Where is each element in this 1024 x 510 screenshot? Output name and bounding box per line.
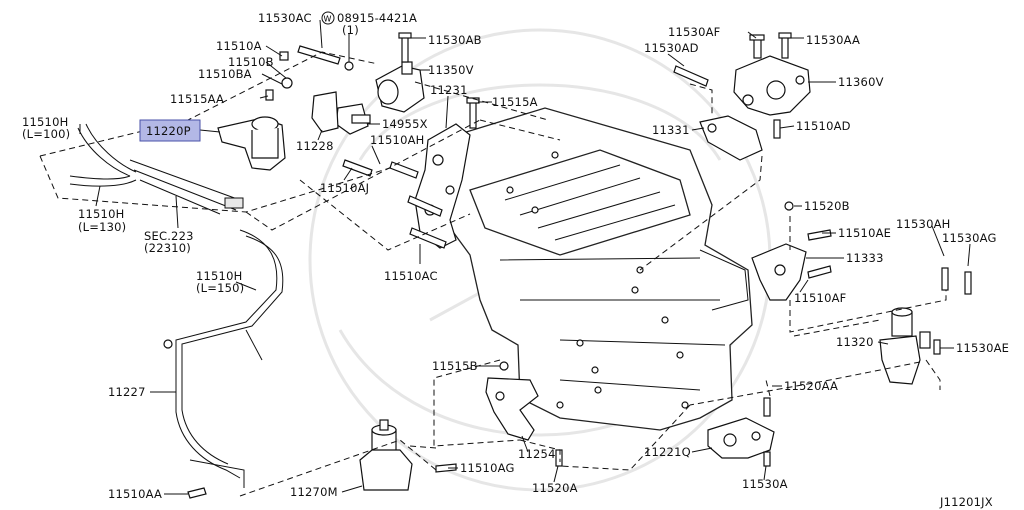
hose-11510H-parts — [69, 123, 244, 215]
bracket-11331-part[interactable] — [699, 115, 763, 161]
label-SEC223-sub: (22310) — [144, 241, 191, 255]
bolts-bottom — [187, 339, 941, 499]
label-08915-4421A[interactable]: 08915-4421A — [337, 11, 417, 25]
label-11254[interactable]: 11254 — [518, 447, 556, 461]
label-11227[interactable]: 11227 — [108, 385, 146, 399]
label-11530AG[interactable]: 11530AG — [942, 231, 997, 245]
right-mount-11320-part[interactable] — [879, 267, 972, 385]
engine-block — [429, 107, 753, 431]
label-11228[interactable]: 11228 — [296, 139, 334, 153]
bracket-11228-part[interactable] — [311, 91, 339, 133]
label-11530AA[interactable]: 11530AA — [806, 33, 860, 47]
label-11510AH[interactable]: 11510AH — [370, 133, 425, 147]
label-11530AC[interactable]: 11530AC — [258, 11, 312, 25]
rear-insulator-11270M-part[interactable] — [359, 419, 413, 491]
label-11515B[interactable]: 11515B — [432, 359, 478, 373]
label-SEC223[interactable]: SEC.223 — [144, 229, 194, 243]
front-insulator-part[interactable] — [375, 61, 425, 113]
bolts-top-left — [265, 32, 480, 249]
washer-symbol-icon — [321, 11, 335, 25]
label-11270M[interactable]: 11270M — [290, 485, 338, 499]
label-11331[interactable]: 11331 — [652, 123, 690, 137]
dashed-reference-lines — [39, 51, 947, 497]
label-11510AE[interactable]: 11510AE — [838, 226, 891, 240]
label-11510AJ[interactable]: 11510AJ — [320, 181, 369, 195]
label-11510H-130[interactable]: 11510H — [78, 207, 124, 221]
label-11530AE[interactable]: 11530AE — [956, 341, 1009, 355]
leader-lines — [79, 19, 971, 495]
label-11510H-100[interactable]: 11510H — [22, 115, 68, 129]
bracket-11254-part[interactable] — [485, 377, 539, 441]
label-11510H-150[interactable]: 11510H — [196, 269, 242, 283]
label-11510H-100-length: (L=100) — [22, 127, 70, 141]
upper-right-mount-11360V-part[interactable] — [733, 55, 811, 116]
label-11530AF[interactable]: 11530AF — [668, 25, 720, 39]
hose-11227-part[interactable] — [163, 229, 284, 488]
label-11510AA[interactable]: 11510AA — [108, 487, 162, 501]
bracket-11231-part[interactable] — [414, 123, 471, 249]
figure-code: J11201JX — [939, 495, 993, 509]
bolts-top-right — [673, 32, 832, 279]
highlighted-part-box[interactable] — [139, 119, 201, 142]
label-11221Q[interactable]: 11221Q — [644, 445, 691, 459]
label-11510A[interactable]: 11510A — [216, 39, 262, 53]
label-11320[interactable]: 11320 — [836, 335, 874, 349]
label-11510H-130-length: (L=130) — [78, 220, 126, 234]
callout-labels: 11530AC W 08915-4421A (1) 11530AB 11510A… — [22, 11, 1009, 509]
bracket-11333-part[interactable] — [751, 243, 807, 301]
washer-symbol-w-icon: W — [324, 15, 332, 24]
label-11515A[interactable]: 11515A — [492, 95, 538, 109]
label-11515AA[interactable]: 11515AA — [170, 92, 224, 106]
label-14955X[interactable]: 14955X — [382, 117, 428, 131]
label-11520A[interactable]: 11520A — [532, 481, 578, 495]
label-11220P[interactable]: 11220P — [146, 124, 191, 138]
label-11530AB[interactable]: 11530AB — [428, 33, 482, 47]
label-11530AD[interactable]: 11530AD — [644, 41, 699, 55]
label-11520B[interactable]: 11520B — [804, 199, 850, 213]
front-mount-bracket-part[interactable] — [217, 116, 286, 171]
label-11510AC[interactable]: 11510AC — [384, 269, 438, 283]
label-11350V[interactable]: 11350V — [428, 63, 474, 77]
label-08915-qty: (1) — [342, 23, 359, 37]
label-11360V[interactable]: 11360V — [838, 75, 884, 89]
label-11510BA[interactable]: 11510BA — [198, 67, 252, 81]
label-11510H-150-length: (L=150) — [196, 281, 244, 295]
label-11510B[interactable]: 11510B — [228, 55, 274, 69]
sensor-14955X-part[interactable] — [335, 103, 371, 135]
label-11520AA[interactable]: 11520AA — [784, 379, 838, 393]
label-11231[interactable]: 11231 — [430, 83, 468, 97]
label-11510AF[interactable]: 11510AF — [794, 291, 846, 305]
label-11530A[interactable]: 11530A — [742, 477, 788, 491]
label-11530AH[interactable]: 11530AH — [896, 217, 951, 231]
label-11510AG[interactable]: 11510AG — [460, 461, 515, 475]
label-11333[interactable]: 11333 — [846, 251, 884, 265]
label-11510AD[interactable]: 11510AD — [796, 119, 851, 133]
